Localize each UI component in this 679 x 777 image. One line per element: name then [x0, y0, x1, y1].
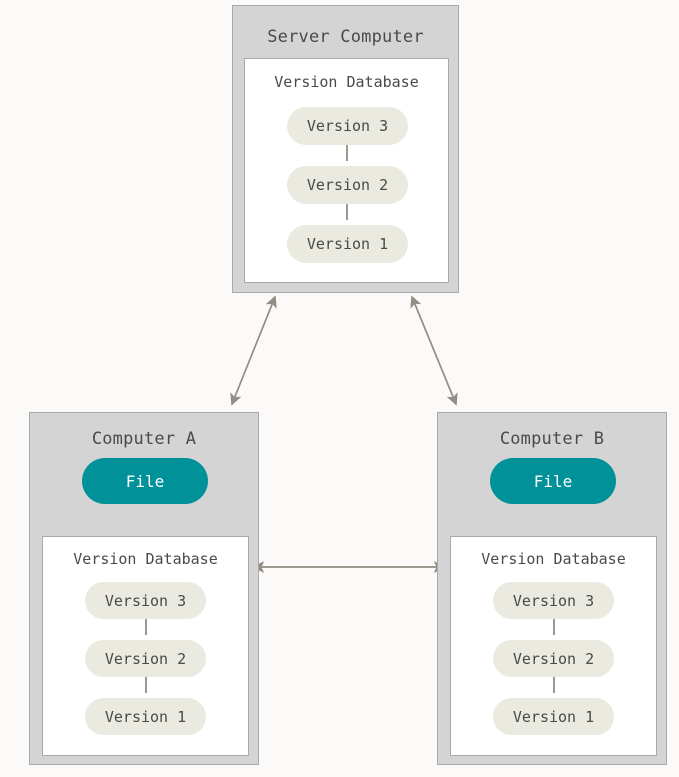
server-version-database-title: Version Database: [274, 73, 419, 91]
server-version-pill-1[interactable]: Version 1: [287, 225, 408, 263]
computer-a-version-database-box[interactable]: Version Database Version 3 Version 2 Ver…: [42, 536, 249, 756]
server-version-pill-2[interactable]: Version 2: [287, 166, 408, 204]
computer-a-version-pill-1[interactable]: Version 1: [85, 698, 206, 735]
computer-a-title: Computer A: [91, 429, 197, 449]
computer-a-version-pill-3[interactable]: Version 3: [85, 582, 206, 619]
server-computer-title: Server Computer: [267, 27, 424, 47]
computer-b-version-pill-2[interactable]: Version 2: [493, 640, 614, 677]
server-pill-connector-2-1: [346, 203, 348, 220]
computer-a-file-pill[interactable]: File: [82, 458, 208, 504]
computer-b-version-pill-1[interactable]: Version 1: [493, 698, 614, 735]
computer-a-box[interactable]: Computer A File Version Database Version…: [29, 412, 259, 765]
server-pill-connector-3-2: [346, 144, 348, 161]
computer-b-title: Computer B: [499, 429, 605, 449]
server-computer-box[interactable]: Server Computer Version Database Version…: [232, 5, 459, 293]
arrow-server-to-computer-b: [410, 295, 458, 406]
server-version-pill-3[interactable]: Version 3: [287, 107, 408, 145]
computer-a-pill-connector-3-2: [145, 619, 147, 635]
computer-a-version-database-title: Version Database: [73, 550, 218, 568]
computer-b-version-pill-3[interactable]: Version 3: [493, 582, 614, 619]
computer-b-pill-connector-2-1: [553, 677, 555, 693]
computer-b-box[interactable]: Computer B File Version Database Version…: [437, 412, 667, 765]
computer-b-version-database-title: Version Database: [481, 550, 626, 568]
computer-b-pill-connector-3-2: [553, 619, 555, 635]
server-version-database-box[interactable]: Version Database Version 3 Version 2 Ver…: [244, 58, 449, 283]
computer-b-file-pill[interactable]: File: [490, 458, 616, 504]
computer-a-pill-connector-2-1: [145, 677, 147, 693]
computer-b-version-database-box[interactable]: Version Database Version 3 Version 2 Ver…: [450, 536, 657, 756]
computer-a-version-pill-2[interactable]: Version 2: [85, 640, 206, 677]
arrow-server-to-computer-a: [230, 295, 277, 406]
